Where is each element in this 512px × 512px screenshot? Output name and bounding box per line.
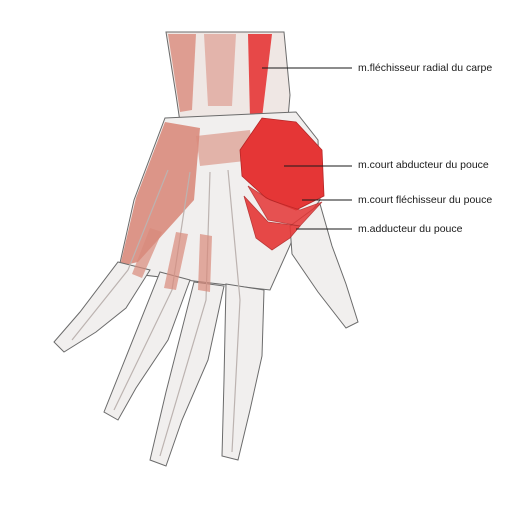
label-flexor-carpi-radialis: m.fléchisseur radial du carpe (358, 62, 493, 74)
middle-finger (149, 281, 225, 467)
thumb (289, 203, 359, 329)
lumbricals (132, 228, 212, 292)
ring-finger (103, 271, 191, 421)
leader-lines (262, 67, 352, 230)
label-abductor-pollicis-brevis: m.court abducteur du pouce (358, 159, 489, 171)
flexor-carpi-radialis-muscle (248, 34, 272, 118)
label-adductor-pollicis: m.adducteur du pouce (358, 223, 463, 235)
tendons (71, 169, 241, 457)
hypothenar-muscles (120, 122, 200, 266)
adductor-pollicis-muscle (243, 195, 301, 251)
flexor-retinaculum (196, 130, 254, 166)
index-finger (221, 283, 265, 461)
forearm-muscle-left (168, 34, 196, 112)
flexor-pollicis-brevis-muscle (247, 185, 323, 227)
forearm-muscle-center (204, 34, 236, 106)
little-finger (53, 261, 151, 353)
label-flexor-pollicis-brevis: m.court fléchisseur du pouce (358, 194, 493, 206)
abductor-pollicis-brevis-muscle (239, 117, 325, 211)
